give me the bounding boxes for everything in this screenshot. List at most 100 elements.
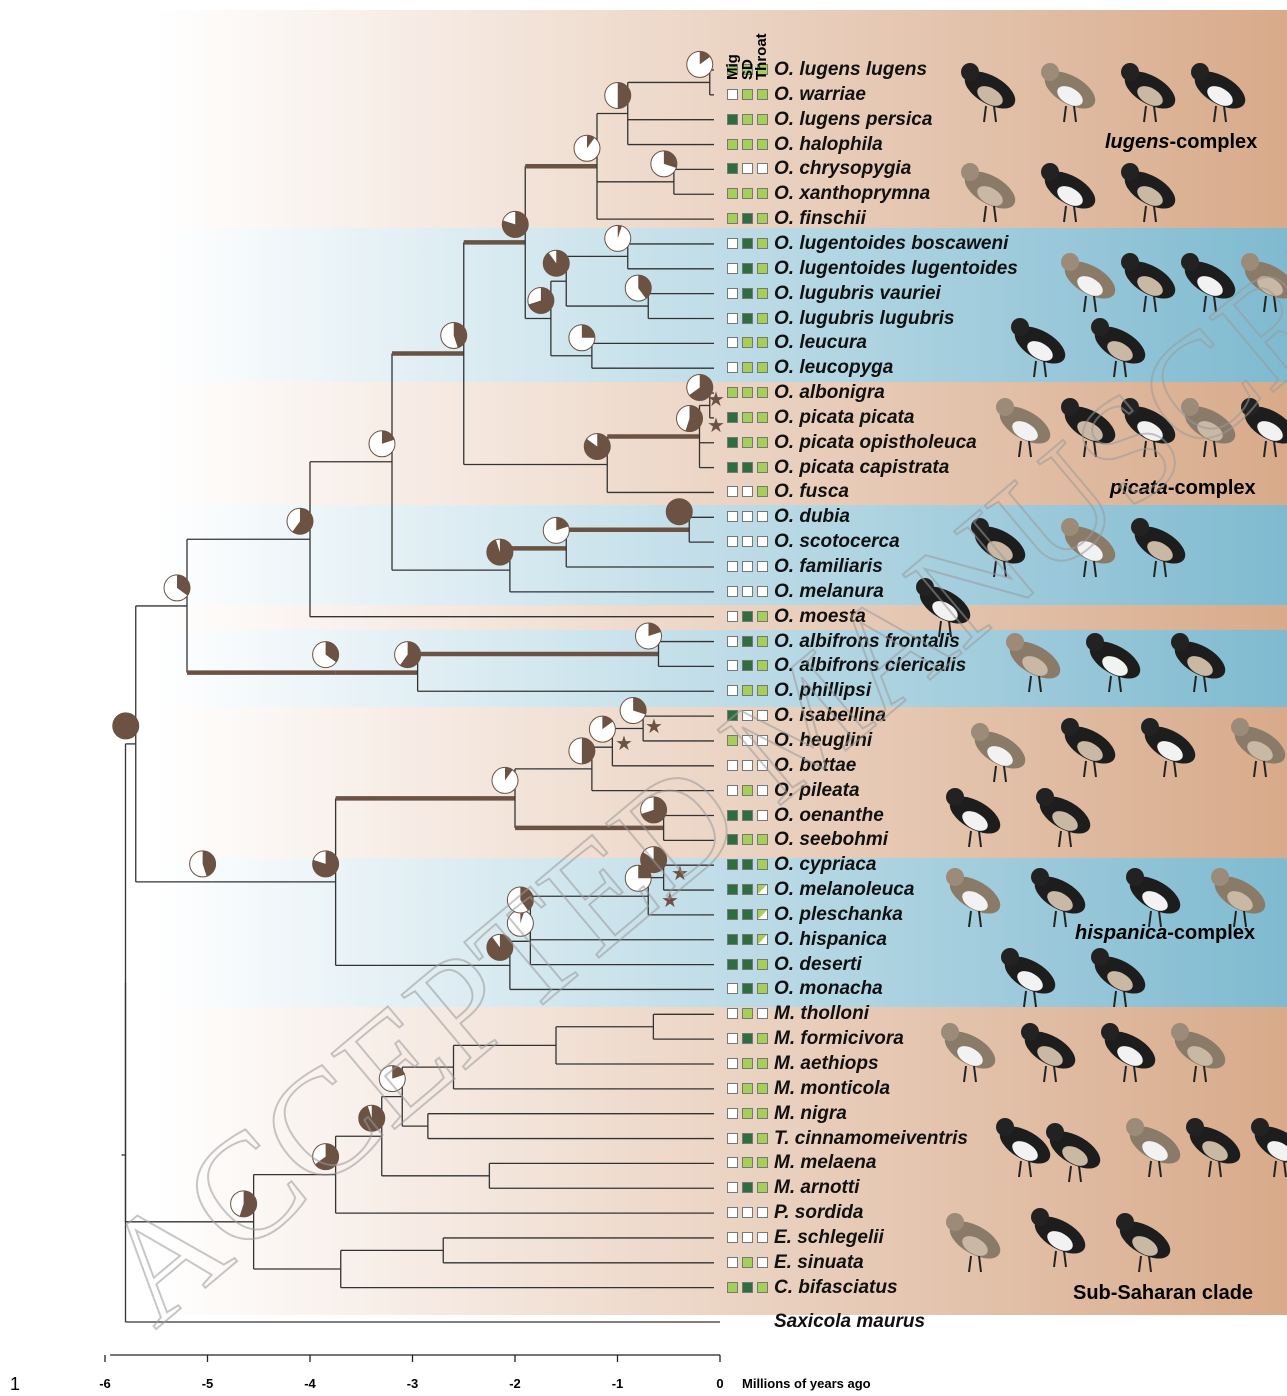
trait-square [727,1008,738,1019]
bird-illustration [1169,1023,1231,1082]
ancestral-state-pie [164,575,190,601]
ancestral-state-pie [677,406,703,432]
taxon-label: C. bifasciatus [774,1278,898,1298]
ancestral-state-pie [313,851,339,877]
trait-square [727,586,738,597]
throat-header: Throat [753,33,770,80]
bird-illustration [1139,718,1201,777]
taxon-label: O. lugubris lugubris [774,309,955,329]
trait-square [742,536,753,547]
ancestral-state-pie [313,642,339,668]
taxon-label: O. lugentoides boscaweni [774,234,1008,254]
trait-square [742,1008,753,1019]
trait-square [727,238,738,249]
bird-illustration [1239,398,1287,457]
trait-square [742,1232,753,1243]
axis-label: Millions of years ago [742,1376,871,1391]
bird-illustration [1129,518,1191,577]
trait-square [727,337,738,348]
trait-square [727,710,738,721]
trait-square [727,536,738,547]
taxon-label: O. picata opistholeuca [774,433,977,453]
taxon-label: O. familiaris [774,557,883,577]
trait-square [742,1133,753,1144]
star-icon: ★ [671,863,689,885]
trait-square [727,188,738,199]
taxon-label: O. phillipsi [774,681,871,701]
bird-illustration [1179,253,1241,312]
ancestral-state-pie [502,211,528,237]
bird-illustration [1119,253,1181,312]
trait-square [757,288,768,299]
taxon-label: O. picata picata [774,408,914,428]
trait-square [727,1033,738,1044]
trait-square [727,163,738,174]
bird-illustration [1119,398,1181,457]
trait-square [727,437,738,448]
trait-square [742,735,753,746]
trait-square [727,1157,738,1168]
taxon-label: O. heuglini [774,731,872,751]
ancestral-state-pie [487,539,513,565]
trait-square [757,462,768,473]
bird-illustration [1044,1123,1106,1182]
taxon-label: M. nigra [774,1104,847,1124]
taxon-label: O. fusca [774,482,849,502]
bird-illustration [1059,398,1121,457]
trait-square [742,909,753,920]
trait-square [757,437,768,448]
bird-illustration [1124,1118,1186,1177]
trait-square [742,1257,753,1268]
trait-square [757,114,768,125]
trait-square [727,1182,738,1193]
trait-square [757,735,768,746]
trait-square [757,1257,768,1268]
taxon-label: M. formicivora [774,1029,904,1049]
trait-square [757,934,768,945]
trait-square [742,884,753,895]
bird-illustration [1004,633,1066,692]
trait-square [727,139,738,150]
trait-square [742,89,753,100]
ancestral-state-pie [543,517,569,543]
trait-square [727,785,738,796]
trait-square [757,89,768,100]
trait-square [742,586,753,597]
trait-square [742,437,753,448]
trait-square [757,263,768,274]
ancestral-state-pie [379,1066,405,1092]
trait-square [757,561,768,572]
trait-square [742,1282,753,1293]
taxon-label: O. chrysopygia [774,159,911,179]
bird-illustration [1249,1118,1287,1177]
trait-square [757,834,768,845]
taxon-label: O. melanura [774,582,884,602]
trait-square [727,909,738,920]
bird-illustration [1084,633,1146,692]
bird-illustration [1229,718,1287,777]
bird-illustration [1179,398,1241,457]
ancestral-state-pie [543,250,569,276]
trait-square [727,288,738,299]
ancestral-state-pie [231,1191,257,1217]
trait-square [757,1157,768,1168]
trait-square [742,710,753,721]
taxon-label: E. sinuata [774,1253,864,1273]
trait-square [727,1058,738,1069]
trait-square [757,983,768,994]
bird-illustration [1099,1023,1161,1082]
bird-illustration [1119,163,1181,222]
ancestral-state-pie [369,431,395,457]
star-icon: ★ [707,389,725,411]
ancestral-state-pie [651,151,677,177]
trait-square [757,884,768,895]
taxon-label: O. lugubris vauriei [774,284,941,304]
trait-square [742,486,753,497]
ancestral-state-pie [113,713,139,739]
taxon-label: O. bottae [774,756,856,776]
ancestral-state-pie [625,275,651,301]
trait-square [757,1133,768,1144]
trait-square [742,313,753,324]
trait-square [727,1207,738,1218]
